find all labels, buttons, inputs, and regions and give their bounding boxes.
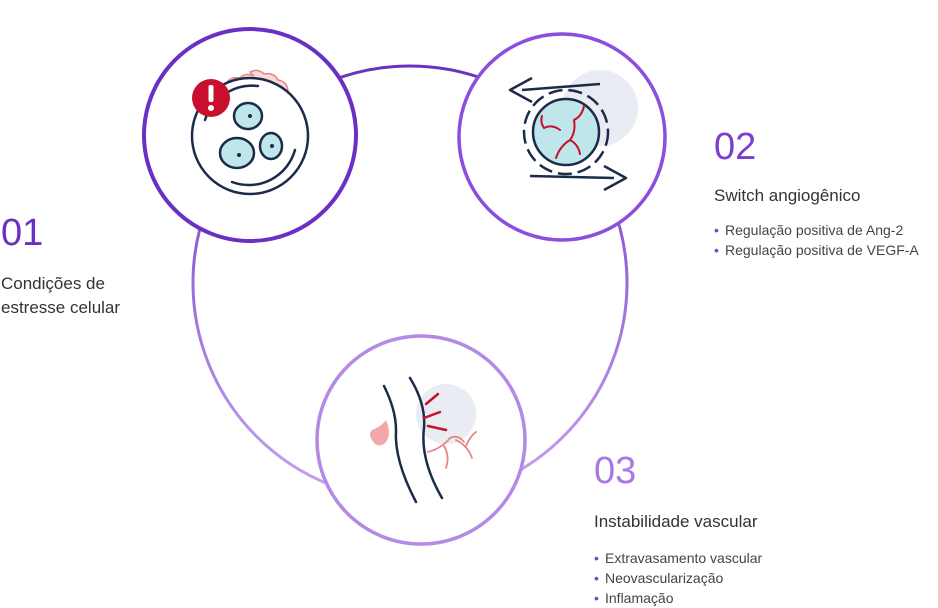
node-stressed-cell bbox=[142, 27, 358, 243]
step-3-title: Instabilidade vascular bbox=[594, 512, 758, 531]
step-2-bullet: Regulação positiva de VEGF-A bbox=[714, 240, 919, 260]
step-2-title: Switch angiogênico bbox=[714, 186, 861, 205]
step-3-bullet: Neovascularização bbox=[594, 568, 762, 588]
step-3-bullet: Extravasamento vascular bbox=[594, 548, 762, 568]
step-1-number: 01 bbox=[1, 212, 44, 254]
node-angiogenic-switch bbox=[457, 32, 667, 242]
step-3-number: 03 bbox=[594, 450, 637, 492]
vascular-rupture-icon bbox=[370, 376, 477, 504]
step-1-title: Condições de estresse celular bbox=[1, 274, 121, 317]
angiogenic-switch-icon bbox=[508, 70, 638, 192]
stressed-cell-icon bbox=[190, 69, 310, 196]
step-2-number: 02 bbox=[714, 126, 757, 168]
step-3-bullet: Inflamação bbox=[594, 588, 762, 608]
step-2-bullets: Regulação positiva de Ang-2 Regulação po… bbox=[714, 220, 919, 260]
step-3-bullets: Extravasamento vascular Neovascularizaçã… bbox=[594, 548, 762, 608]
step-2-bullet: Regulação positiva de Ang-2 bbox=[714, 220, 919, 240]
node-vascular-rupture bbox=[315, 334, 527, 546]
